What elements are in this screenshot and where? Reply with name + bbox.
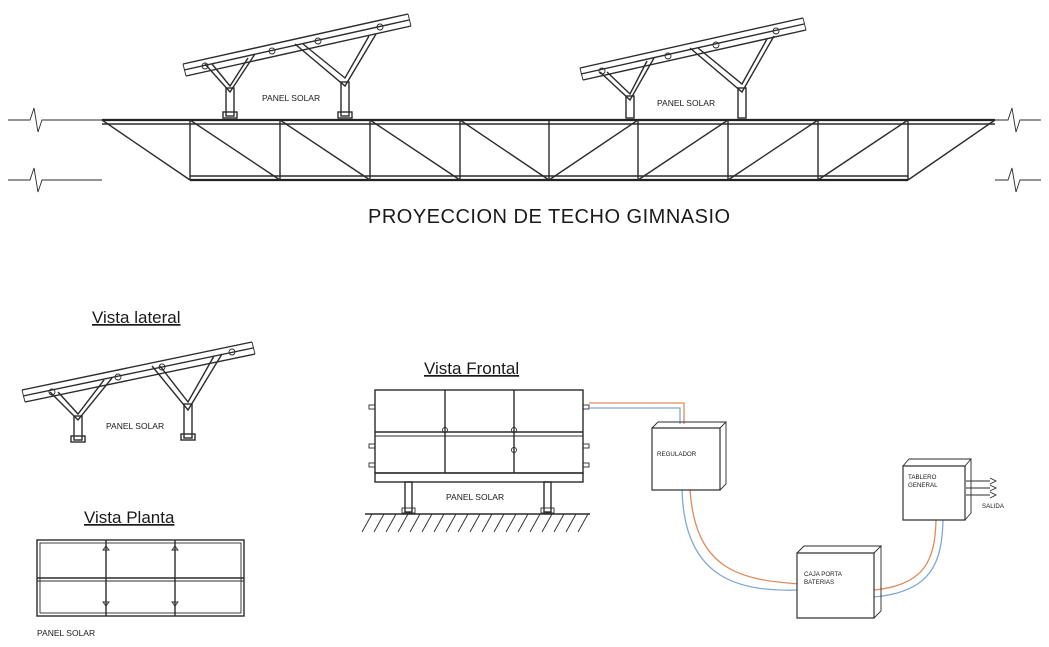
ground-hatch (361, 513, 589, 533)
truss-end-right (907, 119, 996, 181)
main-title: PROYECCION DE TECHO GIMNASIO (368, 206, 731, 228)
regulador-box: REGULADOR (651, 421, 728, 491)
break-line-right-top (995, 107, 1041, 133)
truss-diagonals (189, 119, 909, 181)
vista-planta-panel-label: PANEL SOLAR (37, 628, 95, 638)
tablero-general-box: TABLERO GENERAL SALIDA (902, 458, 1005, 521)
break-line-left-bottom (8, 167, 102, 193)
vista-frontal-panel-label: PANEL SOLAR (446, 492, 504, 502)
roof-panel-2-label: PANEL SOLAR (657, 98, 715, 108)
truss-end-left (101, 119, 191, 181)
roof-truss (8, 107, 1041, 193)
truss-verticals (189, 120, 909, 180)
caja-label-line1: CAJA PORTA (804, 571, 843, 578)
caja-porta-baterias-box: CAJA PORTA BATERIAS (796, 545, 883, 619)
salida-label: SALIDA (982, 503, 1005, 510)
roof-solar-panel-1: PANEL SOLAR (182, 13, 412, 119)
vista-lateral-drawing: PANEL SOLAR (21, 341, 256, 443)
vista-lateral-panel-label: PANEL SOLAR (106, 421, 164, 431)
vista-planta-title: Vista Planta (84, 508, 175, 527)
vista-planta-drawing: PANEL SOLAR (36, 539, 245, 638)
tablero-label-line2: GENERAL (908, 482, 938, 489)
vista-frontal-title: Vista Frontal (424, 359, 519, 378)
wiring (589, 402, 998, 598)
caja-label-line2: BATERIAS (804, 579, 834, 586)
salida-arrows (966, 477, 998, 499)
vista-frontal-drawing: PANEL SOLAR (361, 389, 590, 533)
roof-panel-1-label: PANEL SOLAR (262, 93, 320, 103)
break-line-left-top (8, 107, 102, 133)
vista-lateral-title: Vista lateral (92, 308, 181, 327)
roof-solar-panel-2: PANEL SOLAR (579, 17, 807, 119)
break-line-right-bottom (995, 167, 1041, 193)
tablero-label-line1: TABLERO (908, 474, 937, 481)
regulador-label: REGULADOR (657, 451, 697, 458)
